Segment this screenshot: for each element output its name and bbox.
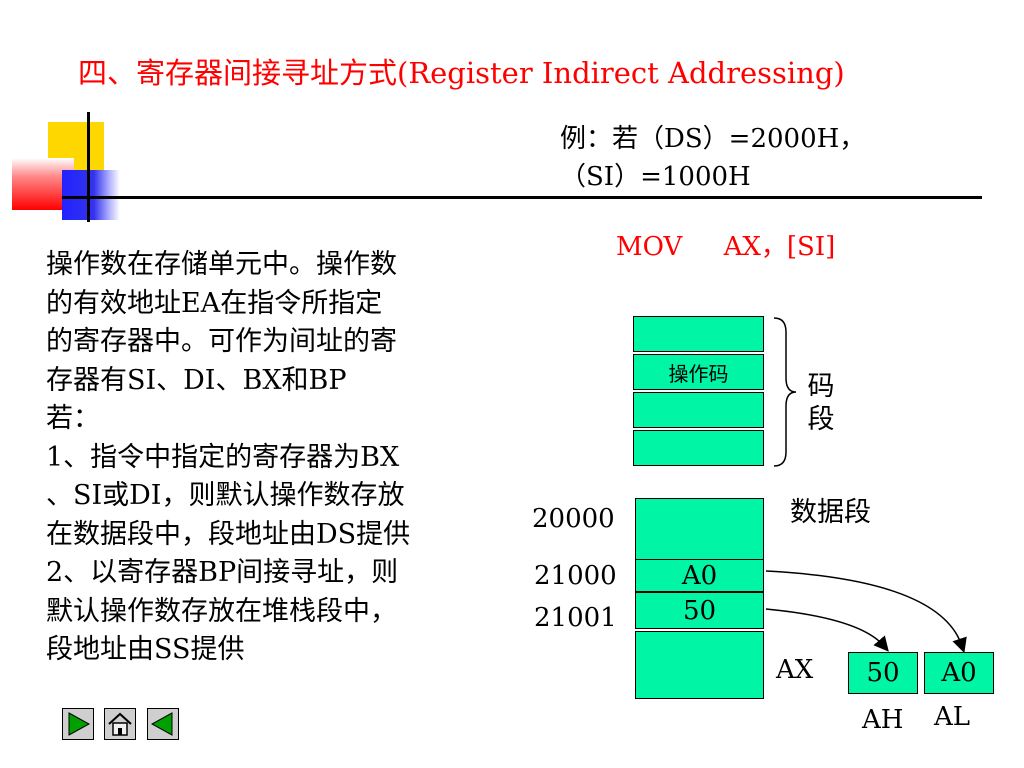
register-ax-label: AX [776, 655, 814, 685]
data-segment-cell [635, 498, 764, 560]
previous-slide-button[interactable] [147, 708, 179, 740]
description-line: 操作数在存储单元中。操作数 [46, 249, 397, 280]
home-icon [108, 712, 132, 736]
description-line: 2、以寄存器BP间接寻址，则 [46, 557, 399, 588]
code-segment-brace [773, 317, 797, 467]
instruction-text: MOV AX，[SI] [616, 232, 836, 262]
next-slide-button[interactable] [62, 708, 94, 740]
data-segment-label: 数据段 [790, 497, 871, 528]
register-al-cell: A0 [924, 652, 994, 694]
description-line: 段地址由SS提供 [46, 634, 245, 665]
description-line: 在数据段中，段地址由DS提供 [46, 518, 411, 550]
arrow-a0-to-al [765, 570, 967, 654]
description-line: 存器有SI、DI、BX和BP [46, 364, 347, 396]
description-line: 的寄存器中。可作为间址的寄 [46, 326, 397, 357]
address-label: 21001 [534, 603, 617, 633]
code-segment-label: 码段 [807, 371, 835, 435]
slide-title: 四、寄存器间接寻址方式(Register Indirect Addressing… [78, 56, 845, 90]
decor-blue-square [62, 170, 120, 220]
register-ah-label: AH [862, 705, 904, 735]
play-forward-icon [68, 712, 91, 736]
description-block: 操作数在存储单元中。操作数 的有效地址EA在指令所指定 的寄存器中。可作为间址的… [46, 246, 506, 670]
code-segment-cell [633, 430, 764, 466]
arrow-50-to-ah [765, 608, 889, 652]
register-al-label: AL [934, 702, 971, 732]
register-ah-cell: 50 [848, 652, 918, 694]
address-label: 21000 [534, 561, 617, 591]
data-segment-cell [635, 631, 764, 699]
home-button[interactable] [104, 708, 136, 740]
data-segment-cell-21000: A0 [635, 559, 764, 592]
example-block: 例：若（DS）=2000H， （SI）=1000H [560, 120, 865, 196]
decor-vertical-line [87, 112, 90, 222]
description-line: 若： [46, 403, 100, 434]
play-back-icon [150, 712, 173, 736]
description-line: 的有效地址EA在指令所指定 [46, 287, 383, 319]
example-line-1: 例：若（DS）=2000H， [560, 124, 866, 154]
description-line: 默认操作数存放在堆栈段中， [46, 595, 397, 627]
code-segment-cell [633, 392, 764, 428]
example-line-2: （SI）=1000H [560, 162, 751, 192]
description-line: 1、指令中指定的寄存器为BX [46, 441, 400, 473]
description-line: 、SI或DI，则默认操作数存放 [46, 480, 405, 511]
code-segment-opcode-cell: 操作码 [633, 354, 764, 390]
title-divider-line [62, 196, 982, 199]
address-label: 20000 [532, 504, 615, 534]
code-segment-cell [633, 316, 764, 352]
data-segment-cell-21001: 50 [635, 592, 764, 629]
